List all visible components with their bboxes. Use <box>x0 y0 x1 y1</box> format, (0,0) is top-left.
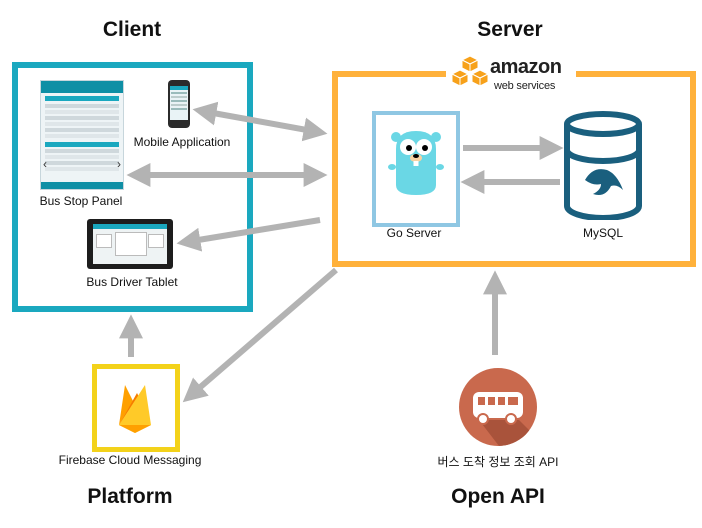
bus-icon <box>459 368 537 446</box>
bus-stop-panel-icon: ‹ › <box>40 80 124 190</box>
client-heading: Client <box>102 18 162 41</box>
firebase-icon <box>119 385 151 433</box>
platform-heading: Platform <box>87 485 173 508</box>
client-box <box>12 62 253 312</box>
server-heading: Server <box>477 18 543 41</box>
phone-icon <box>168 80 190 128</box>
bus-stop-panel-label: Bus Stop Panel <box>39 194 123 208</box>
aws-logo-line1: amazon <box>490 56 562 78</box>
go-server-label: Go Server <box>386 226 442 240</box>
bus-driver-tablet-label: Bus Driver Tablet <box>86 275 178 289</box>
database-icon <box>564 111 642 220</box>
bus-api-label: 버스 도착 정보 조회 API <box>437 455 559 469</box>
tablet-icon <box>87 219 173 269</box>
gopher-icon <box>388 131 444 195</box>
arrow-server-tablet <box>176 217 321 252</box>
aws-logo: amazon web services <box>446 52 576 96</box>
go-server-box <box>372 111 460 227</box>
arrow-server-firebase <box>182 267 338 403</box>
fcm-label: Firebase Cloud Messaging <box>58 453 202 467</box>
arrow-mobile-server <box>192 101 328 142</box>
aws-logo-line2: web services <box>494 80 556 92</box>
aws-cubes-icon <box>450 55 490 87</box>
mysql-label: MySQL <box>582 226 623 240</box>
firebase-box <box>92 364 180 452</box>
open-api-heading: Open API <box>451 485 545 508</box>
